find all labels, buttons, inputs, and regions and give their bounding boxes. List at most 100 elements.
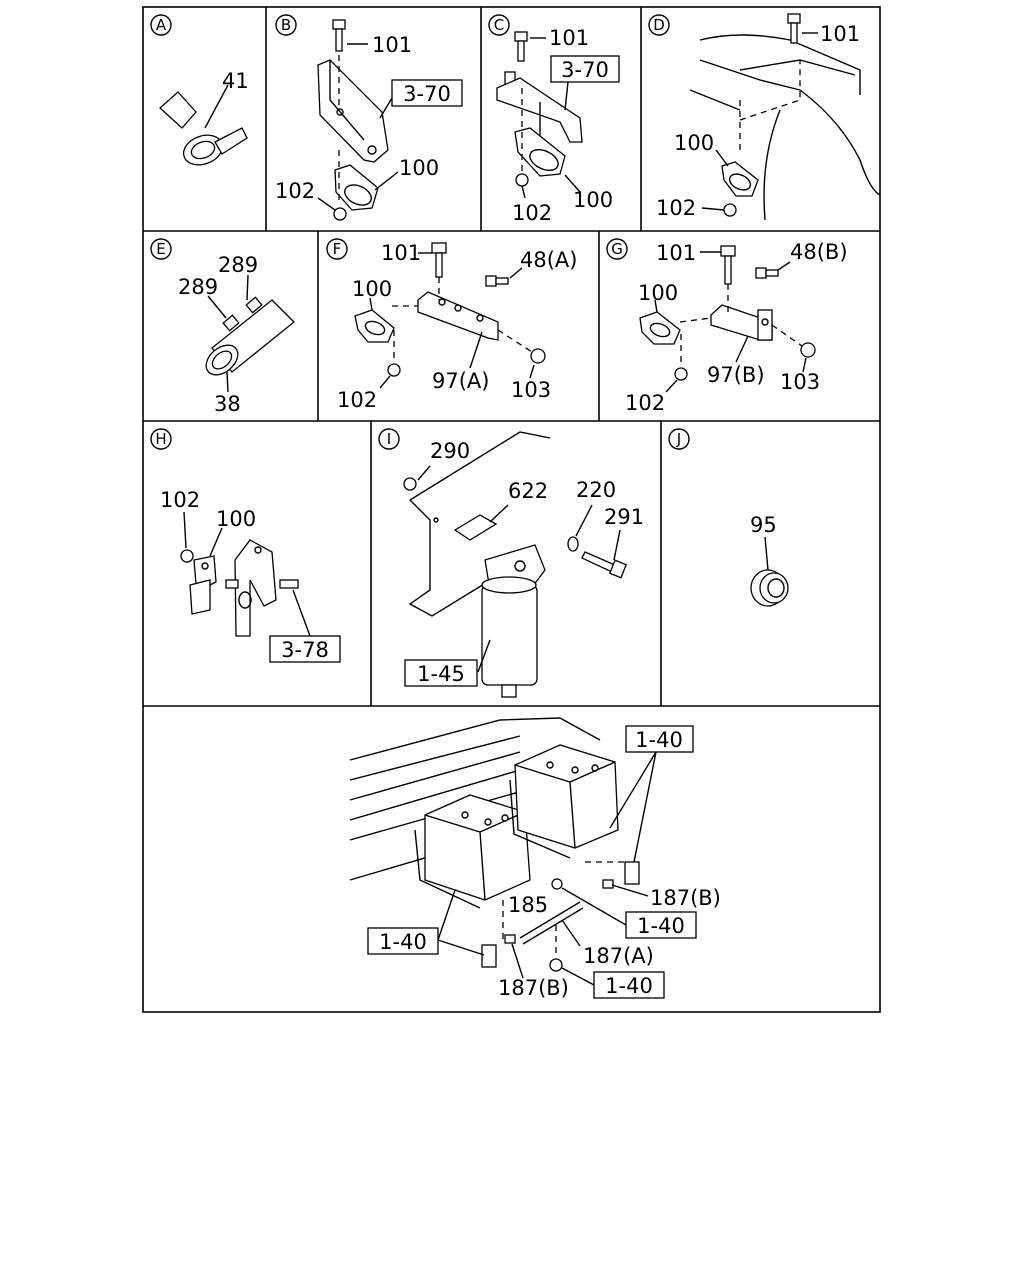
fuel-pipe-drawing: [502, 861, 630, 955]
frame-plate-drawing: [408, 431, 551, 617]
clip-100-drawing-g: [639, 311, 712, 345]
label-100-g: 100: [638, 281, 678, 305]
washer-220-drawing: [567, 536, 579, 552]
panel-b-letter: B: [281, 16, 291, 34]
clip-100-drawing: [334, 150, 379, 211]
panel-i-letter: I: [387, 430, 391, 448]
clip-100-drawing-c: [514, 88, 566, 177]
panel-e-marker: [150, 238, 172, 260]
label-102-d: 102: [656, 196, 696, 220]
panel-i-marker: [378, 428, 400, 450]
grommet-95-drawing: [750, 569, 789, 607]
ref-box-1-40-top: [625, 725, 694, 753]
panel-d-letter: D: [653, 16, 665, 34]
clip-100-drawing-f: [354, 305, 418, 343]
ref-1-45: 1-45: [417, 662, 465, 686]
fuel-filter-drawing: [481, 544, 546, 698]
nut-103-drawing-g: [800, 342, 816, 358]
panel-g-letter: G: [611, 240, 623, 258]
label-41: 41: [222, 69, 249, 93]
panel-a: A 41: [150, 14, 249, 166]
bolt-101-drawing-f: [431, 242, 447, 278]
panel-h-marker: [150, 428, 172, 450]
ref-box-3-70-c: [550, 55, 620, 83]
frame-rail-drawing: [689, 34, 881, 221]
ref-box-1-40-mid: [625, 911, 697, 939]
bracket-97a-drawing: [417, 277, 499, 341]
bolt-101-drawing: [332, 19, 346, 52]
nut-103-drawing-f: [530, 348, 546, 364]
ref-3-70-c: 3-70: [561, 58, 609, 82]
nut-102-drawing-f: [387, 363, 401, 377]
label-289-right: 289: [218, 253, 258, 277]
screw-48a-drawing: [485, 275, 509, 287]
bolt-101-drawing-d: [787, 13, 801, 44]
ref-box-1-40-left: [367, 927, 439, 955]
panel-j-letter: J: [676, 430, 681, 448]
hose-drawing: [205, 296, 295, 376]
label-100-f: 100: [352, 277, 392, 301]
nut-102-drawing: [333, 207, 347, 221]
panel-f-letter: F: [333, 240, 342, 258]
panel-main: 1-40 1-40 1-40 1-40 185 187(B) 187(A) 18…: [349, 717, 721, 1000]
label-95: 95: [750, 513, 777, 537]
bracket-drawing: [317, 55, 389, 163]
label-102-c: 102: [512, 201, 552, 225]
panel-c-letter: C: [494, 16, 504, 34]
bracket-3-78-drawing: [225, 539, 299, 637]
bolt-290-drawing: [403, 477, 417, 491]
bolt-bottom-drawing: [549, 958, 563, 972]
bracket-97b-drawing: [710, 284, 773, 341]
panel-a-marker: [150, 14, 172, 36]
panel-f: F 101 48(A) 97(A) 100: [326, 238, 577, 412]
label-100-c: 100: [573, 188, 613, 212]
fuel-tank-left-drawing: [414, 794, 531, 909]
label-102: 102: [275, 179, 315, 203]
fuel-tank-right-drawing: [509, 744, 619, 859]
ref-1-40-mid: 1-40: [637, 914, 685, 938]
ref-1-40-top: 1-40: [635, 728, 683, 752]
label-102-g: 102: [625, 391, 665, 415]
label-97a: 97(A): [432, 369, 489, 393]
panel-f-marker: [326, 238, 348, 260]
label-101: 101: [372, 33, 412, 57]
panel-c: C 101 3-70 100 102: [488, 14, 620, 225]
label-622: 622: [508, 479, 548, 503]
ref-3-70: 3-70: [403, 82, 451, 106]
label-102-f: 102: [337, 388, 377, 412]
label-289-left: 289: [178, 275, 218, 299]
panel-b: B 101 3-70 100 102: [275, 14, 463, 221]
ref-3-78: 3-78: [281, 638, 329, 662]
label-103-f: 103: [511, 378, 551, 402]
clip-100-drawing-d: [721, 161, 759, 197]
label-101-f: 101: [381, 241, 421, 265]
ref-box-3-78: [269, 635, 341, 663]
ref-box-1-40-bottom: [593, 971, 665, 999]
panel-c-marker: [488, 14, 510, 36]
bracket-drawing-c: [496, 71, 583, 143]
panel-b-marker: [275, 14, 297, 36]
nut-102-drawing-d: [723, 203, 737, 217]
label-291: 291: [604, 505, 644, 529]
label-100: 100: [399, 156, 439, 180]
label-185: 185: [508, 893, 548, 917]
label-101-g: 101: [656, 241, 696, 265]
label-100-h: 100: [216, 507, 256, 531]
label-101-c: 101: [549, 26, 589, 50]
nut-102-drawing-g: [674, 367, 688, 381]
panel-d: D 101 100 102: [648, 13, 881, 221]
label-38: 38: [214, 392, 241, 416]
label-102-h: 102: [160, 488, 200, 512]
label-220: 220: [576, 478, 616, 502]
panel-e: E 289 289 38: [150, 238, 295, 416]
label-103-g: 103: [780, 370, 820, 394]
panel-j-marker: [668, 428, 690, 450]
panel-j: J 95: [668, 428, 789, 607]
panel-d-marker: [648, 14, 670, 36]
label-187a: 187(A): [583, 944, 654, 968]
ref-box-3-70: [391, 79, 463, 107]
clip-100-drawing-h: [189, 555, 217, 615]
bolt-101-drawing-g: [720, 245, 736, 285]
panel-frames: [142, 6, 881, 1013]
fitting-top-right-drawing: [602, 861, 640, 889]
